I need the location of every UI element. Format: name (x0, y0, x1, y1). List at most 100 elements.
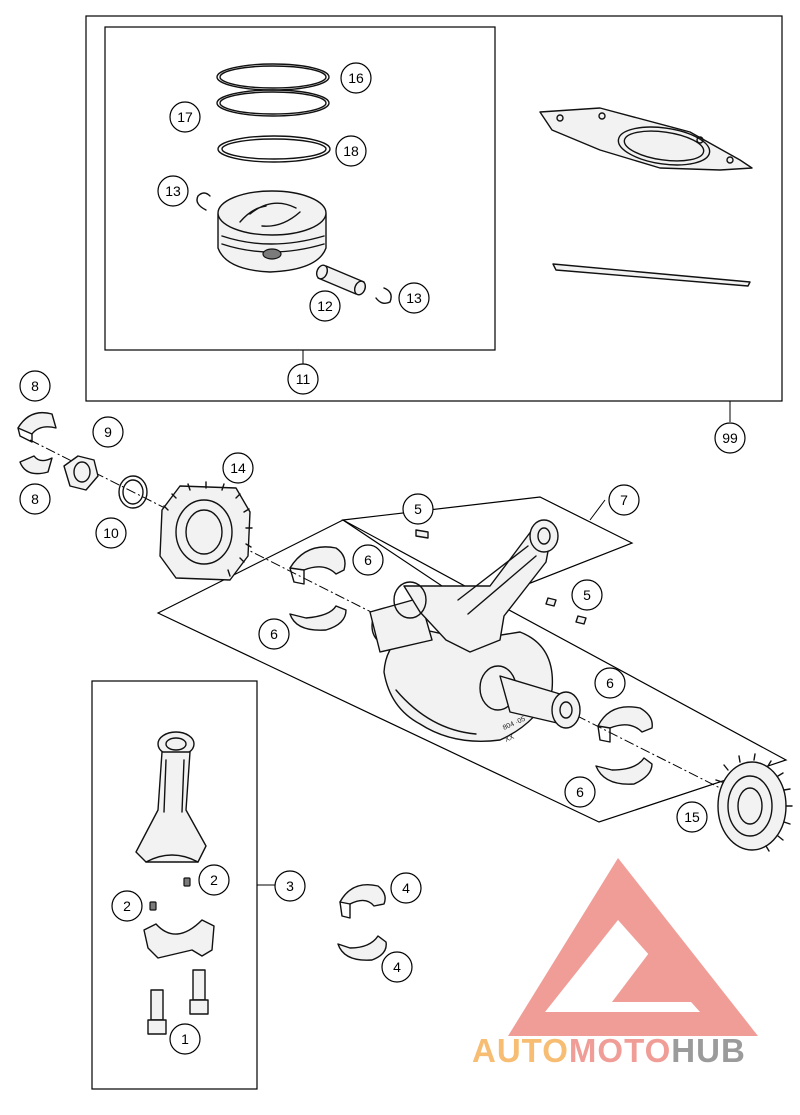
conrod-bolt-1-right (189, 969, 209, 1015)
callout-7[interactable]: 7 (608, 484, 640, 516)
callouts: 16 17 18 13 12 13 11 99 8 8 9 10 14 5 5 … (19, 62, 746, 1055)
callout-1[interactable]: 1 (169, 1023, 201, 1055)
leader-7 (589, 499, 606, 521)
dowel-2-upper (183, 877, 191, 887)
callout-6-bottom-left[interactable]: 6 (258, 618, 290, 650)
svg-text:15: 15 (684, 809, 700, 825)
callout-10[interactable]: 10 (95, 517, 127, 549)
svg-text:99: 99 (722, 430, 738, 446)
frame-kit-99 (85, 15, 783, 402)
piston-ring-18-inner (221, 138, 327, 160)
callout-4-upper[interactable]: 4 (390, 872, 422, 904)
svg-text:12: 12 (317, 298, 333, 314)
conrod-bearing-4-upper (339, 884, 386, 919)
svg-text:2: 2 (210, 872, 218, 888)
main-bearing-6-left-upper (289, 546, 346, 585)
svg-text:6: 6 (606, 675, 614, 691)
gear-15 (715, 753, 793, 852)
svg-text:5: 5 (583, 587, 591, 603)
svg-text:6: 6 (364, 552, 372, 568)
callout-14[interactable]: 14 (222, 452, 254, 484)
svg-text:14: 14 (230, 460, 246, 476)
base-gasket (552, 263, 751, 287)
callout-5-left[interactable]: 5 (402, 493, 434, 525)
callout-6-top-right[interactable]: 6 (594, 667, 626, 699)
svg-text:4: 4 (402, 880, 410, 896)
callout-9[interactable]: 9 (92, 416, 124, 448)
watermark-text-hub: HUB (671, 1032, 746, 1069)
conrod-cap-3 (143, 919, 215, 959)
piston-pin (315, 264, 367, 296)
bearing-shell-8-upper (17, 411, 57, 443)
callout-6-bottom-right[interactable]: 6 (564, 776, 596, 808)
piston-ring-17 (216, 89, 330, 117)
svg-text:6: 6 (576, 784, 584, 800)
conrod-3 (135, 731, 207, 863)
svg-text:6: 6 (270, 626, 278, 642)
callout-6-top-left[interactable]: 6 (352, 544, 384, 576)
svg-text:7: 7 (620, 492, 628, 508)
frame-crankshaft-assembly (156, 519, 788, 823)
svg-text:4: 4 (393, 959, 401, 975)
svg-text:16: 16 (348, 70, 364, 86)
callout-4-lower[interactable]: 4 (381, 951, 413, 983)
callout-3[interactable]: 3 (274, 870, 306, 902)
watermark-logo: AUTOMOTOHUB (472, 858, 758, 1069)
piston (217, 190, 327, 273)
svg-text:17: 17 (177, 109, 193, 125)
piston-rings (216, 63, 331, 163)
woodruff-key-5-left (415, 529, 429, 539)
main-bearing-6-right-upper (597, 706, 653, 743)
piston-ring-16-inner (219, 65, 327, 89)
callout-11[interactable]: 11 (287, 363, 319, 395)
watermark-text: AUTOMOTOHUB (472, 1032, 746, 1069)
watermark-triangle-icon (508, 858, 758, 1036)
conrod-bearing-4-lower (337, 935, 387, 961)
piston-ring-16 (216, 63, 330, 91)
svg-text:3: 3 (286, 878, 294, 894)
piston-ring-18 (217, 135, 331, 163)
bearing-shell-8-lower (19, 455, 53, 475)
main-bearing-6-left-lower (289, 605, 347, 631)
piston-ring-17-inner (219, 91, 327, 115)
callout-99[interactable]: 99 (714, 422, 746, 454)
dowel-2-lower (149, 901, 157, 911)
callout-18[interactable]: 18 (335, 135, 367, 167)
crankshaft-assembly: 804 ·05 XX (369, 519, 581, 744)
callout-2-upper[interactable]: 2 (198, 864, 230, 896)
crankshaft-engraving-line2: XX (504, 733, 516, 743)
callout-5-right[interactable]: 5 (571, 579, 603, 611)
washer-10 (118, 475, 148, 509)
conrod-bolt-1-left (147, 989, 167, 1035)
svg-text:9: 9 (104, 424, 112, 440)
watermark-inner-triangle-icon (612, 945, 702, 1002)
svg-text:18: 18 (343, 143, 359, 159)
frame-piston-kit-11 (104, 26, 496, 351)
callout-2-lower[interactable]: 2 (111, 890, 143, 922)
svg-text:11: 11 (296, 371, 311, 387)
svg-text:13: 13 (406, 290, 422, 306)
callout-13-left[interactable]: 13 (157, 175, 189, 207)
callout-15[interactable]: 15 (676, 801, 708, 833)
main-bearing-6-right-lower (595, 757, 653, 785)
callout-17[interactable]: 17 (169, 101, 201, 133)
callout-16[interactable]: 16 (340, 62, 372, 94)
hex-nut-9 (63, 455, 99, 491)
svg-text:13: 13 (165, 183, 181, 199)
cylinder-head-gasket (539, 107, 753, 171)
watermark-text-auto: AUTO (472, 1032, 569, 1069)
svg-text:10: 10 (103, 525, 119, 541)
gear-14 (159, 481, 253, 581)
svg-text:1: 1 (181, 1031, 189, 1047)
callout-8-lower[interactable]: 8 (19, 483, 51, 515)
callout-8-upper[interactable]: 8 (19, 370, 51, 402)
woodruff-key-5-right-upper (545, 597, 557, 607)
frame-crankshaft-kit-7 (341, 496, 634, 607)
circlip-13-left (196, 192, 211, 211)
woodruff-key-5-right-lower (575, 615, 587, 625)
callout-13-right[interactable]: 13 (398, 282, 430, 314)
callout-12[interactable]: 12 (309, 290, 341, 322)
watermark-text-moto: MOTO (569, 1032, 671, 1069)
